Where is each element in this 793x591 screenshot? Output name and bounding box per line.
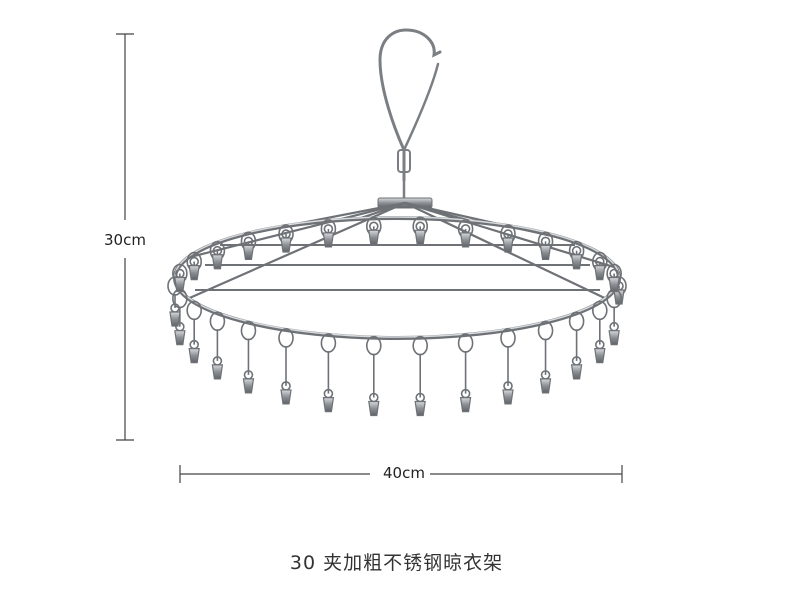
height-dimension-label: 30cm <box>104 231 146 249</box>
height-dimension-line <box>116 33 134 441</box>
clothes-pin-clip <box>365 216 382 245</box>
clothes-pin-clip <box>240 231 257 261</box>
clothes-pin-clip <box>240 320 257 394</box>
clips <box>167 216 627 417</box>
clothes-pin-clip <box>457 333 474 413</box>
clothes-pin-clip <box>278 224 294 253</box>
clothes-pin-clip <box>500 224 516 253</box>
clothes-pin-clip <box>412 216 429 245</box>
clothes-pin-clip <box>186 251 202 281</box>
clothes-pin-clip <box>172 263 188 293</box>
clothes-pin-clip <box>537 320 554 394</box>
clothes-pin-clip <box>412 335 429 417</box>
rack-spoke <box>404 201 616 269</box>
clothes-pin-clip <box>209 240 226 270</box>
clothes-pin-clip <box>606 263 622 293</box>
clothes-pin-clip <box>457 219 474 248</box>
width-dimension-label: 40cm <box>379 464 429 482</box>
clothes-pin-clip <box>592 251 608 281</box>
clothes-pin-clip <box>320 333 337 413</box>
clothes-pin-clip <box>209 311 226 380</box>
clothes-pin-clip <box>320 219 337 248</box>
width-dimension-line <box>179 465 623 483</box>
clothes-pin-clip <box>537 231 554 261</box>
clothes-pin-clip <box>568 311 585 380</box>
clothes-pin-clip <box>186 300 202 364</box>
rack-frame <box>173 201 621 340</box>
clothes-pin-clip <box>278 328 294 405</box>
hanging-hook <box>378 28 442 202</box>
clothes-pin-clip <box>365 335 382 417</box>
clothes-pin-clip <box>568 240 585 270</box>
product-caption: 30 夹加粗不锈钢晾衣架 <box>289 552 504 574</box>
clothes-pin-clip <box>500 328 516 405</box>
clothes-pin-clip <box>592 300 608 364</box>
